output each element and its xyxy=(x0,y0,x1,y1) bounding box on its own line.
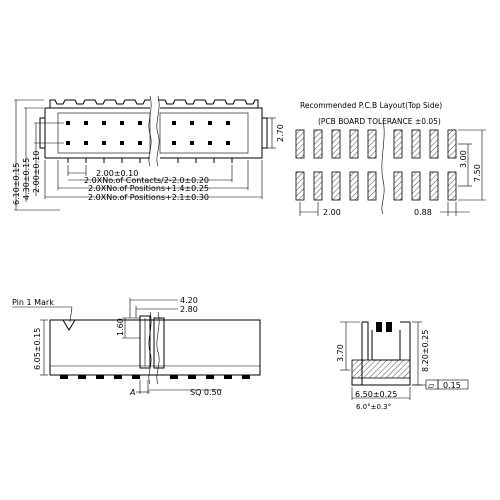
top-view-pins xyxy=(66,121,230,145)
dim-8-20: 8.20±0.25 xyxy=(421,330,430,372)
top-view-outline xyxy=(39,95,268,167)
end-view-note: 6.0°±0.3° xyxy=(356,403,391,411)
dim-v2: 4.30±0.15 xyxy=(22,158,31,200)
side-view-dimensions xyxy=(40,298,222,394)
end-view-dimensions xyxy=(340,321,469,400)
end-view: 3.70 8.20±0.25 6.50±0.25 ▱ 0.15 6.0°±0.3… xyxy=(336,321,469,411)
top-view: 2.00±0.10 2.0XNo.of Contacts/2-2.0±0.20 … xyxy=(12,95,285,211)
end-view-outline xyxy=(351,321,411,386)
dim-contacts: 2.0XNo.of Contacts/2-2.0±0.20 xyxy=(84,176,209,185)
pcb-dim-pad-width: 0.88 xyxy=(414,208,432,217)
pcb-dim-row-spacing: 3.00 xyxy=(459,150,468,168)
pcb-dim-pitch: 2.00 xyxy=(323,208,341,217)
pcb-dim-total-height: 7.50 xyxy=(473,164,482,182)
dim-4-20: 4.20 xyxy=(180,296,198,305)
dim-side-height: 6.05±0.15 xyxy=(33,328,42,370)
dim-1-60: 1.60 xyxy=(116,318,125,336)
pcb-pads-bottom-row xyxy=(295,171,457,201)
dim-v1: 6.10±0.15 xyxy=(12,163,21,205)
pin1-label: Pin 1 Mark xyxy=(12,298,54,307)
dim-v3: 2.00±0.10 xyxy=(32,151,41,193)
dim-2-80: 2.80 xyxy=(180,305,198,314)
top-view-dimensions xyxy=(14,99,276,211)
pcb-tolerance: (PCB BOARD TOLERANCE ±0.05) xyxy=(318,117,441,126)
side-view-outline xyxy=(49,311,261,385)
pcb-pads-top-row xyxy=(295,129,457,159)
pcb-dimensions xyxy=(299,119,486,216)
side-view-leads xyxy=(60,375,250,379)
flatness-symbol: ▱ xyxy=(428,381,435,390)
dim-height-right: 2.70 xyxy=(276,124,285,142)
dim-6-50: 6.50±0.25 xyxy=(355,390,397,399)
flatness-value: 0.15 xyxy=(443,381,461,390)
dim-positions-b: 2.0XNo.of Positions+2.1±0.30 xyxy=(88,193,209,202)
dim-pitch: 2.00±0.10 xyxy=(96,169,138,178)
dim-3-70: 3.70 xyxy=(336,344,345,362)
sq-label: SQ 0.50 xyxy=(190,388,222,397)
dim-positions-a: 2.0XNo.of Positions+1.4±0.25 xyxy=(88,184,209,193)
pcb-title: Recommended P.C.B Layout(Top Side) xyxy=(300,101,442,110)
view-mark-a: A xyxy=(129,388,135,397)
top-view-labels: 2.00±0.10 2.0XNo.of Contacts/2-2.0±0.20 … xyxy=(12,124,285,205)
pcb-layout: Recommended P.C.B Layout(Top Side) (PCB … xyxy=(295,101,486,217)
side-view: Pin 1 Mark xyxy=(12,296,261,397)
